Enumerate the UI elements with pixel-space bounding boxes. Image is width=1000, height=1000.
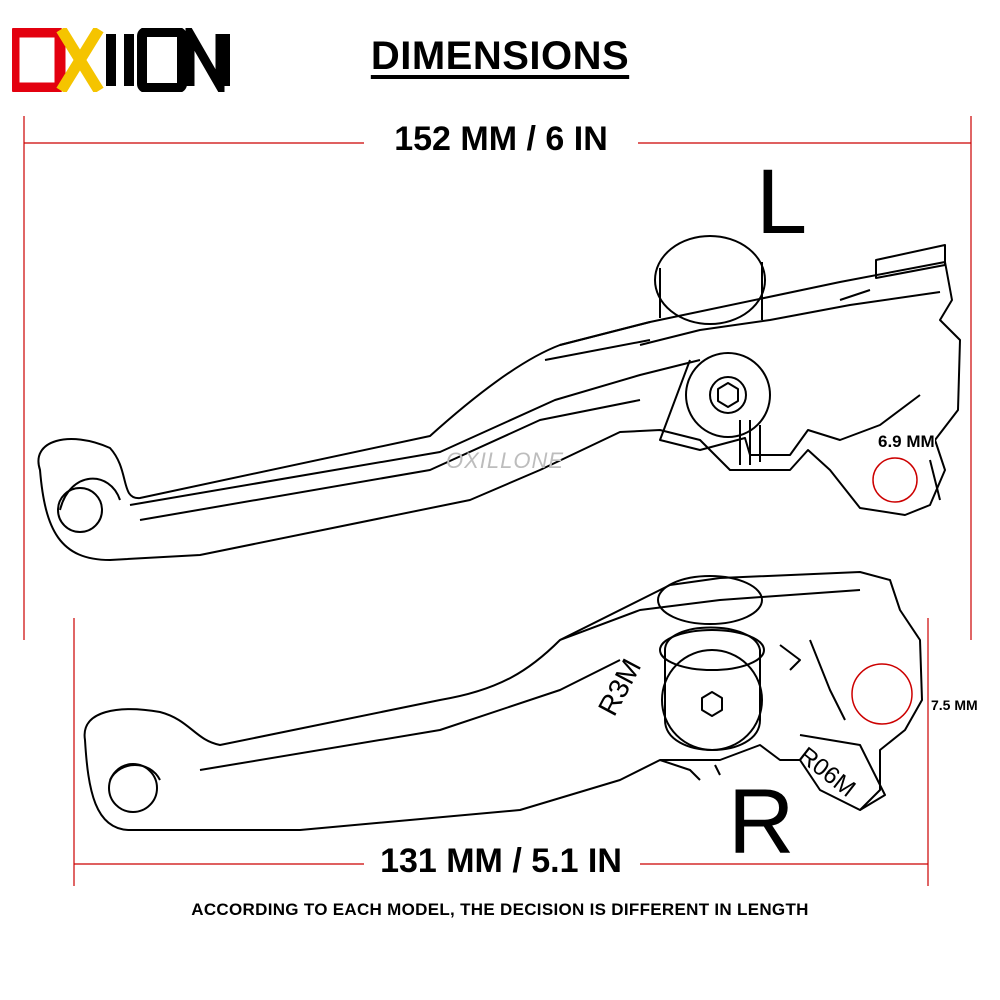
dimension-lines <box>23 116 972 886</box>
footer-note: ACCORDING TO EACH MODEL, THE DECISION IS… <box>191 900 809 919</box>
right-lever-label: R <box>728 771 795 873</box>
right-lever-drawing <box>83 571 923 831</box>
brand-logo <box>12 28 230 92</box>
left-hole-diameter: 6.9 MM <box>878 432 935 452</box>
lever-watermark: OXILLONE <box>446 448 565 473</box>
left-hole-marker <box>872 457 918 503</box>
overall-length-left: 152 MM / 6 IN <box>366 120 636 159</box>
overall-length-right: 131 MM / 5.1 IN <box>366 842 636 881</box>
left-lever-drawing <box>37 235 961 561</box>
right-hole-diameter: 7.5 MM <box>931 697 978 713</box>
page-title: DIMENSIONS <box>370 34 630 78</box>
right-hole-marker <box>851 663 913 725</box>
left-lever-label: L <box>756 151 808 253</box>
